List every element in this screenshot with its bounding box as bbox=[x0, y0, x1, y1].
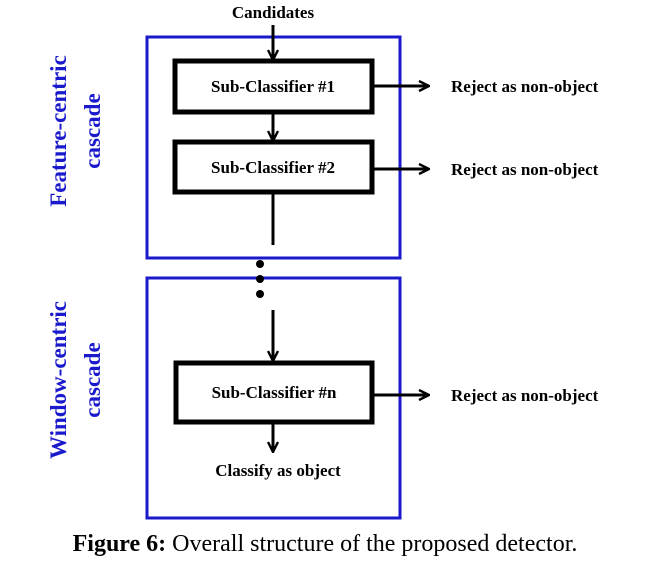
candidates-label: Candidates bbox=[232, 3, 315, 22]
sub-classifier-n: Sub-Classifier #n bbox=[173, 360, 375, 425]
figure-caption-prefix: Figure 6: bbox=[72, 531, 167, 557]
feature-centric-label-line1: Feature-centric bbox=[46, 55, 71, 207]
sub-classifier-1: Sub-Classifier #1 bbox=[172, 58, 375, 115]
figure-caption-text: Overall structure of the proposed detect… bbox=[166, 531, 578, 557]
window-centric-label-line2: cascade bbox=[80, 342, 105, 417]
continuation-dots bbox=[256, 260, 264, 298]
window-centric-label: Window-centric cascade bbox=[46, 301, 105, 459]
window-centric-frame bbox=[145, 276, 402, 520]
reject-label-2: Reject as non-object bbox=[451, 160, 599, 179]
reject-label-1: Reject as non-object bbox=[451, 77, 599, 96]
classify-as-object-label: Classify as object bbox=[215, 461, 341, 480]
sub-classifier-2: Sub-Classifier #2 bbox=[172, 139, 375, 195]
sub-classifier-1-label: Sub-Classifier #1 bbox=[211, 77, 335, 96]
sub-classifier-2-label: Sub-Classifier #2 bbox=[211, 158, 335, 177]
window-centric-label-line1: Window-centric bbox=[46, 301, 71, 459]
feature-centric-label: Feature-centric cascade bbox=[46, 55, 105, 207]
figure-caption: Figure 6: Overall structure of the propo… bbox=[0, 531, 650, 558]
reject-label-n: Reject as non-object bbox=[451, 386, 599, 405]
feature-centric-label-line2: cascade bbox=[80, 93, 105, 168]
sub-classifier-n-label: Sub-Classifier #n bbox=[212, 383, 337, 402]
